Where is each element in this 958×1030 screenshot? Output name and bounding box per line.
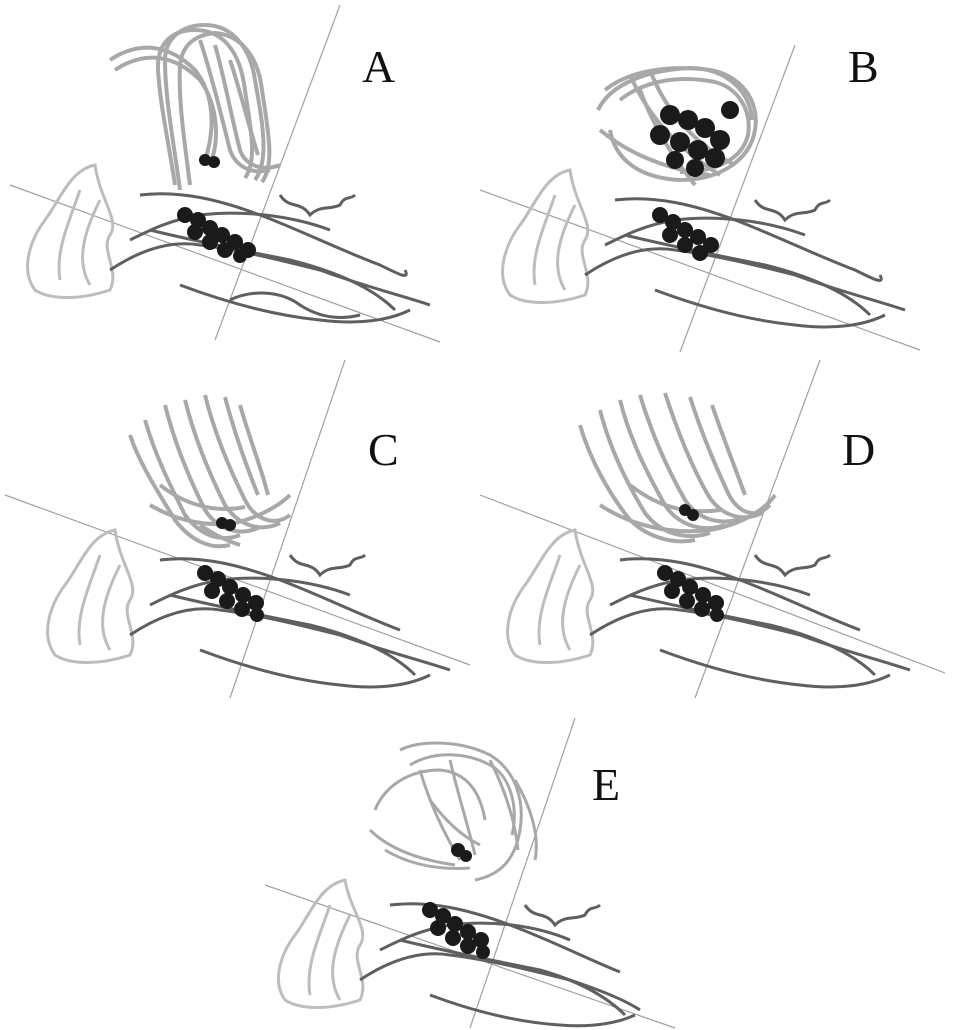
ligand-ensemble: [130, 395, 290, 546]
panel-label-d: D: [842, 427, 875, 473]
panel-a: A: [0, 0, 480, 345]
molecular-render-c: [0, 355, 480, 700]
panel-label-b: B: [848, 44, 879, 90]
receptor-light-domain: [48, 530, 133, 663]
panel-label-a: A: [362, 44, 395, 90]
receptor-light-domain: [503, 170, 588, 303]
receptor-light-domain: [508, 530, 593, 663]
axis-lines: [5, 360, 470, 698]
molecular-render-d: [480, 355, 958, 700]
receptor-light-domain: [278, 880, 362, 1008]
panel-b: B: [480, 0, 958, 355]
panel-label-e: E: [592, 762, 620, 808]
panel-label-c: C: [368, 427, 399, 473]
panel-c: C: [0, 355, 480, 700]
panel-d: D: [480, 355, 958, 700]
ligand-ensemble: [110, 25, 280, 190]
molecular-render-a: [0, 0, 480, 345]
receptor-dark-domain: [590, 555, 910, 687]
receptor-dark-domain: [360, 904, 640, 1026]
panel-e: E: [260, 710, 680, 1030]
receptor-dark-domain: [130, 555, 450, 687]
molecular-render-e: [260, 710, 680, 1030]
receptor-light-domain: [28, 165, 113, 298]
ligand-ensemble: [580, 393, 775, 541]
receptor-dark-domain: [585, 199, 905, 327]
molecular-render-b: [480, 0, 958, 355]
ligand-ensemble: [370, 743, 536, 880]
receptor-dark-domain: [110, 194, 430, 322]
